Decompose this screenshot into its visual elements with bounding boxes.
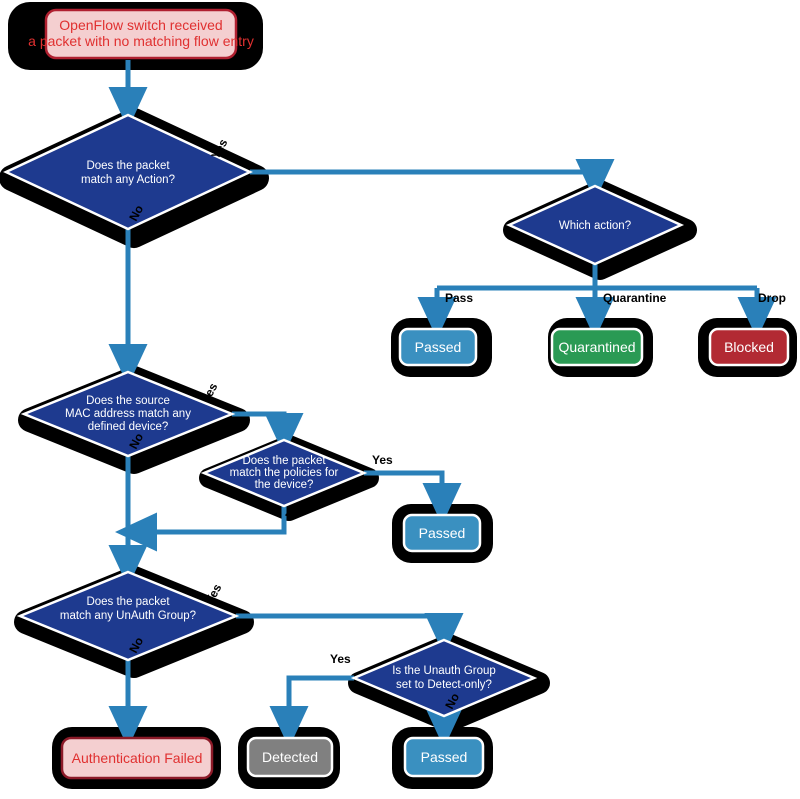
detected-box[interactable] (246, 736, 334, 778)
node-start[interactable]: OpenFlow switch received a packet with n… (28, 8, 254, 60)
node-decision-which-action[interactable]: Which action? (505, 184, 685, 266)
passed-action-label: Passed (415, 339, 462, 355)
d4-label-line1: Does the packet (242, 455, 326, 467)
passed-policy-box[interactable] (402, 513, 482, 553)
node-terminator-passed-policy[interactable]: Passed (402, 513, 482, 553)
start-label-line2: a packet with no matching flow entry (28, 33, 254, 49)
d2-diamond[interactable] (505, 184, 685, 266)
blocked-box[interactable] (708, 327, 790, 367)
edge-label-d4-yes: Yes (372, 453, 393, 467)
start-box[interactable] (44, 8, 238, 60)
d4-label-line2: match the policies for (230, 467, 339, 479)
d6-label-line1: Is the Unauth Group (392, 665, 496, 677)
node-terminator-passed-unauth[interactable]: Passed (403, 736, 485, 778)
node-terminator-quarantined[interactable]: Quarantined (550, 327, 644, 367)
quarantined-label: Quarantined (558, 339, 635, 355)
d3-diamond[interactable] (20, 370, 236, 458)
node-terminator-detected[interactable]: Detected (246, 736, 334, 778)
edge-label-d1-no: No (126, 203, 146, 224)
edge-label-d3-no: No (126, 431, 146, 452)
node-decision-unauth-group-match[interactable]: Does the packet match any UnAuth Group? (16, 570, 240, 662)
d1-label-line1: Does the packet (86, 160, 170, 172)
d5-label-line1: Does the packet (86, 596, 170, 608)
d3-label-line1: Does the source (86, 395, 170, 407)
node-terminator-passed-action[interactable]: Passed (398, 327, 478, 367)
edge-d1-d2-yes (250, 159, 615, 202)
d1-diamond[interactable] (3, 113, 253, 231)
connector-layer (108, 60, 777, 749)
edge-label-d2-quarantine: Quarantine (603, 291, 667, 305)
passed-unauth-box[interactable] (403, 736, 485, 778)
node-decision-detect-only[interactable]: Is the Unauth Group set to Detect-only? (350, 638, 538, 718)
failed-label: Authentication Failed (72, 750, 203, 766)
d6-diamond[interactable] (350, 638, 538, 718)
edge-label-d2-drop: Drop (758, 291, 786, 305)
detected-label: Detected (262, 749, 318, 765)
failed-box[interactable] (60, 736, 214, 780)
edge-d3-d4-yes (232, 411, 304, 456)
d6-label-line2: set to Detect-only? (396, 679, 492, 691)
d4-label-line3: the device? (255, 479, 314, 491)
start-label-line1: OpenFlow switch received (59, 17, 222, 33)
passed-policy-label: Passed (419, 525, 466, 541)
node-terminator-blocked[interactable]: Blocked (708, 327, 790, 367)
d1-label-line2: match any Action? (81, 174, 175, 186)
node-decision-packet-match-action[interactable]: Does the packet match any Action? (3, 113, 253, 231)
node-terminator-authentication-failed[interactable]: Authentication Failed (60, 736, 214, 780)
edge-d5-d6-yes (236, 613, 464, 656)
d5-label-line2: match any UnAuth Group? (60, 610, 196, 622)
d3-label-line3: defined device? (88, 421, 169, 433)
d4-diamond[interactable] (200, 438, 368, 508)
edge-label-d6-yes: Yes (330, 652, 351, 666)
edge-label-d4-no: No (282, 501, 302, 522)
edge-d4-passed-yes (364, 470, 462, 526)
quarantined-box[interactable] (550, 327, 644, 367)
edge-d4-no-merge (114, 506, 287, 552)
blocked-label: Blocked (724, 339, 774, 355)
node-decision-policies-for-device[interactable]: Does the packet match the policies for t… (200, 438, 368, 508)
d5-diamond[interactable] (16, 570, 240, 662)
edge-label-d6-no: No (442, 691, 462, 712)
edge-d6-detected-yes (269, 675, 354, 749)
edge-label-d5-no: No (126, 635, 146, 656)
edge-label-d2-pass: Pass (445, 291, 473, 305)
d3-label-line2: MAC address match any (65, 408, 191, 420)
node-decision-source-mac-match[interactable]: Does the source MAC address match any de… (20, 370, 236, 458)
passed-unauth-label: Passed (421, 749, 468, 765)
passed-action-box[interactable] (398, 327, 478, 367)
d2-label: Which action? (559, 220, 631, 232)
